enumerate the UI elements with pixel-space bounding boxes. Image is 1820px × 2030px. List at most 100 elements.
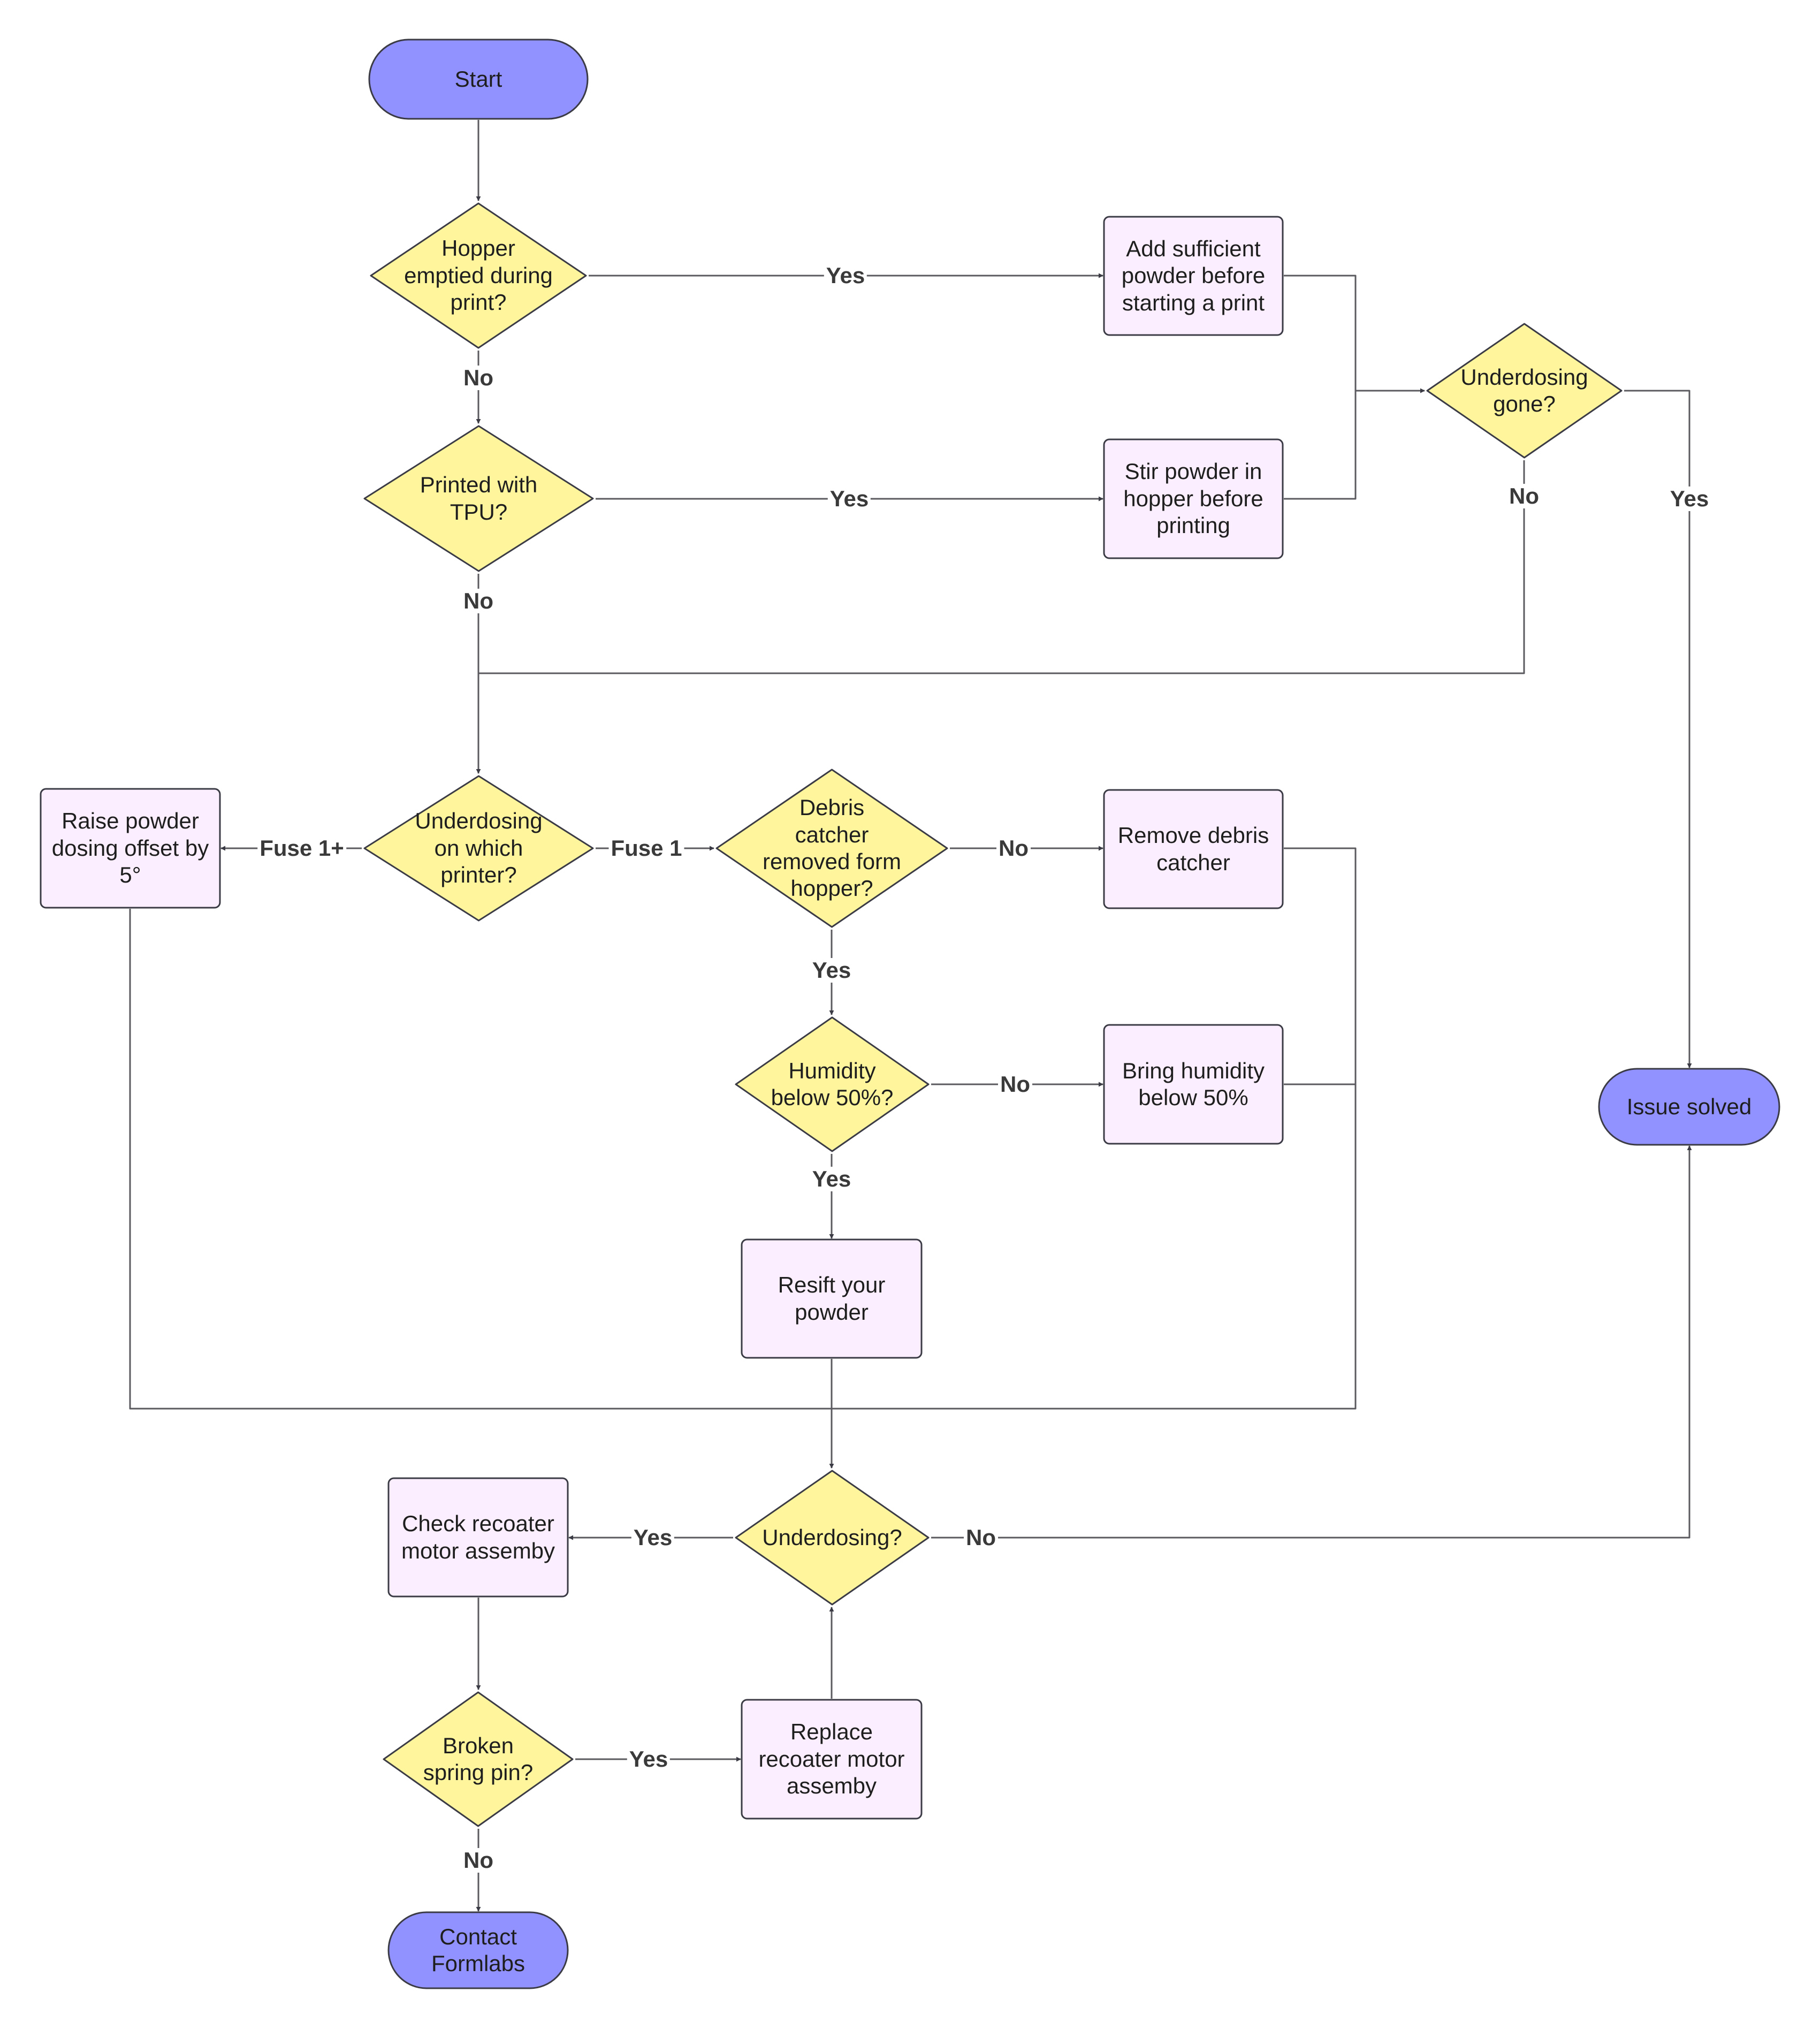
bring-humidity-label-line-2: below 50% — [1138, 1085, 1248, 1110]
edge-label-gone-yes: Yes — [1667, 486, 1711, 511]
replace-recoater-box-shape — [741, 1699, 923, 1820]
contact-label-line-1: Contact — [439, 1923, 517, 1949]
raise-offset-label-line-2: dosing offset by — [51, 835, 209, 861]
resift-label-line-1: Resift your — [778, 1272, 886, 1298]
remove-debris-label-line-2: catcher — [1156, 849, 1230, 875]
debris-removed-label-line-4: hopper? — [790, 876, 873, 901]
add-powder-label-line-1: Add sufficient — [1126, 235, 1261, 261]
check-recoater-label-line-1: Check recoater — [402, 1511, 554, 1537]
which-printer-decision-shape — [363, 775, 594, 922]
edge-label-tpu-yes: Yes — [827, 486, 871, 511]
edge-underdosing-no-to-issue-solved — [931, 1145, 1692, 1539]
stir-powder-label-line-1: Stir powder in — [1124, 459, 1262, 484]
edge-label-tpu-no: No — [461, 589, 496, 613]
underdosing-gone-label-line-2: gone? — [1493, 391, 1556, 416]
edge-label-hopper-yes: Yes — [824, 263, 867, 288]
edge-label-underdosing-no: No — [964, 1525, 998, 1550]
edge-label-humidity-no: No — [998, 1072, 1032, 1097]
stir-powder-box-shape — [1103, 438, 1284, 559]
edge-gone-yes-to-issue-solved — [1624, 390, 1692, 1068]
edge-gone-no-to-which-printer — [478, 460, 1525, 674]
stir-powder-label-line-2: hopper before — [1123, 485, 1263, 511]
broken-pin-label-line-2: spring pin? — [423, 1760, 534, 1785]
start-terminal-shape — [368, 39, 589, 120]
bring-humidity-box-shape — [1103, 1024, 1284, 1145]
edge-label-humidity-yes: Yes — [810, 1167, 854, 1191]
edge-label-hopper-no: No — [461, 366, 496, 390]
edge-label-pin-yes: Yes — [627, 1747, 671, 1772]
issue-solved-label-line-1: Issue solved — [1626, 1093, 1752, 1119]
debris-removed-label-line-3: removed form — [762, 849, 902, 874]
edge-label-pin-no: No — [461, 1848, 496, 1873]
hopper-emptied-decision-shape — [370, 202, 587, 349]
which-printer-label-line-1: Underdosing — [415, 808, 543, 834]
edge-label-fuse1: Fuse 1 — [608, 836, 684, 861]
edge-label-debris-yes: Yes — [810, 958, 854, 983]
hopper-emptied-label-line-1: Hopper — [441, 235, 515, 261]
edge-label-gone-no: No — [1507, 484, 1541, 508]
edge-stir-to-gone — [1284, 391, 1357, 500]
humidity-label-line-1: Humidity — [788, 1058, 876, 1083]
bring-humidity-label-line-1: Bring humidity — [1122, 1058, 1265, 1083]
edge-label-underdosing-yes: Yes — [631, 1525, 675, 1550]
resift-label-line-2: powder — [795, 1299, 869, 1325]
check-recoater-label-line-2: motor assemby — [401, 1538, 555, 1563]
edge-remove-debris-to-merge — [832, 847, 1357, 1410]
which-printer-label-line-2: on which — [434, 835, 523, 861]
contact-terminal-shape — [387, 1911, 569, 1989]
underdosing-decision-shape — [735, 1470, 930, 1606]
edge-raise-to-merge — [129, 909, 832, 1410]
issue-solved-terminal: Issue solved — [1598, 1068, 1780, 1146]
add-powder-box-shape — [1103, 216, 1284, 336]
underdosing-gone-label-line-1: Underdosing — [1460, 364, 1588, 390]
broken-pin-label-line-1: Broken — [442, 1732, 514, 1758]
humidity-decision-shape — [735, 1016, 930, 1152]
underdosing-label-line-1: Underdosing? — [762, 1524, 902, 1550]
add-powder-label-line-2: powder before — [1121, 263, 1266, 288]
stir-powder-label-line-3: printing — [1156, 513, 1230, 538]
contact-label-line-2: Formlabs — [431, 1951, 526, 1976]
which-printer-label-line-3: printer? — [440, 862, 517, 888]
start-terminal: Start — [368, 39, 589, 120]
issue-solved-label: Issue solved — [1598, 1068, 1780, 1146]
remove-debris-label-line-1: Remove debris — [1117, 823, 1269, 848]
replace-recoater-label-line-1: Replace — [790, 1719, 873, 1745]
raise-offset-label-line-1: Raise powder — [62, 808, 199, 834]
issue-solved-terminal-shape — [1598, 1068, 1780, 1146]
replace-recoater-label-line-2: recoater motor — [758, 1746, 905, 1772]
debris-removed-label-line-1: Debris — [799, 795, 865, 820]
underdosing-gone-decision-shape — [1426, 323, 1623, 459]
broken-pin-decision-shape — [383, 1691, 574, 1827]
remove-debris-box-shape — [1103, 789, 1284, 909]
raise-offset-box-shape — [40, 788, 221, 909]
edge-label-debris-no: No — [996, 836, 1031, 861]
hopper-emptied-label-line-2: emptied during — [404, 262, 553, 288]
